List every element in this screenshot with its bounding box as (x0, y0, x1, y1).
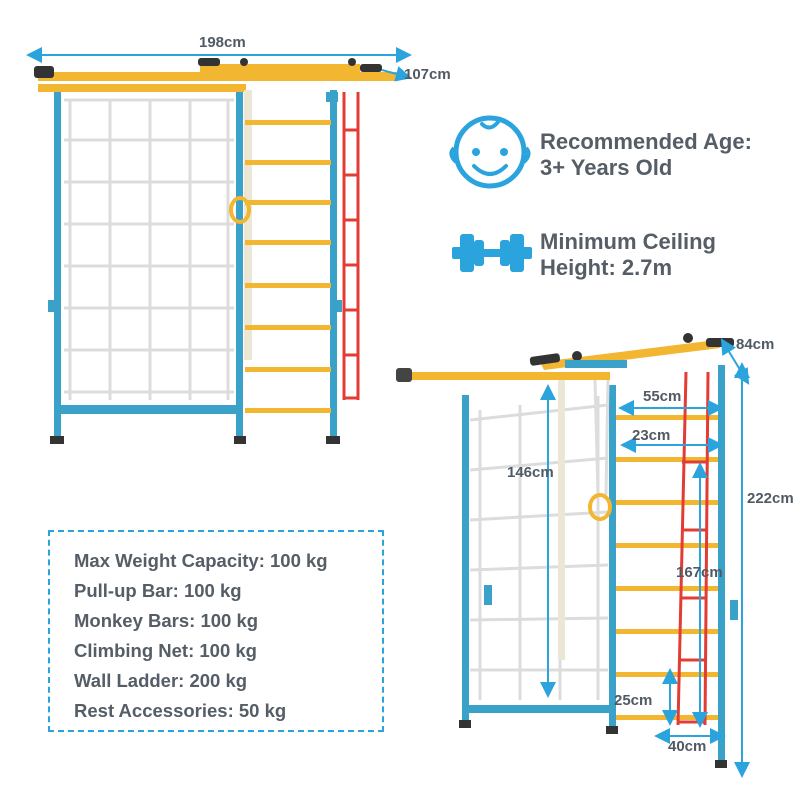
spec-climbing-net: Climbing Net: 100 kg (74, 640, 257, 661)
spec-list: Max Weight Capacity: 100 kg Pull-up Bar:… (50, 532, 382, 726)
feature-age-line2: 3+ Years Old (540, 155, 673, 180)
dimension-bar-width-label: 55cm (643, 388, 682, 405)
angled-view-gym (396, 333, 750, 778)
spec-pull-up-bar: Pull-up Bar: 100 kg (74, 580, 242, 601)
spec-rest-accessories: Rest Accessories: 50 kg (74, 700, 287, 721)
feature-age-line1: Recommended Age: (540, 129, 752, 154)
dimension-rung-offset-label: 23cm (632, 427, 671, 444)
spec-wall-ladder: Wall Ladder: 200 kg (74, 670, 248, 691)
weight-capacity-box: Max Weight Capacity: 100 kg Pull-up Bar:… (48, 530, 384, 732)
dimension-depth-label: 107cm (404, 66, 451, 83)
dimension-net-height-label: 146cm (507, 464, 554, 481)
feature-ceiling-line1: Minimum Ceiling (540, 229, 716, 254)
dimension-ladder-height-label: 167cm (676, 564, 723, 581)
spec-monkey-bars: Monkey Bars: 100 kg (74, 610, 259, 631)
dimension-depth-bottom-label: 84cm (736, 336, 775, 353)
baby-face-icon (449, 115, 531, 189)
spec-max-weight: Max Weight Capacity: 100 kg (74, 550, 328, 571)
dimension-rung-spacing-label: 25cm (614, 692, 653, 709)
feature-ceiling: Minimum Ceiling Height: 2.7m (540, 229, 716, 281)
dimension-ladder-width-label: 40cm (668, 738, 707, 755)
dumbbell-icon (452, 234, 532, 272)
front-view-gym (26, 47, 412, 444)
dimension-width-label: 198cm (199, 34, 246, 51)
dimension-total-height-label: 222cm (747, 490, 794, 507)
feature-ceiling-line2: Height: 2.7m (540, 255, 673, 280)
feature-age: Recommended Age: 3+ Years Old (540, 129, 752, 181)
